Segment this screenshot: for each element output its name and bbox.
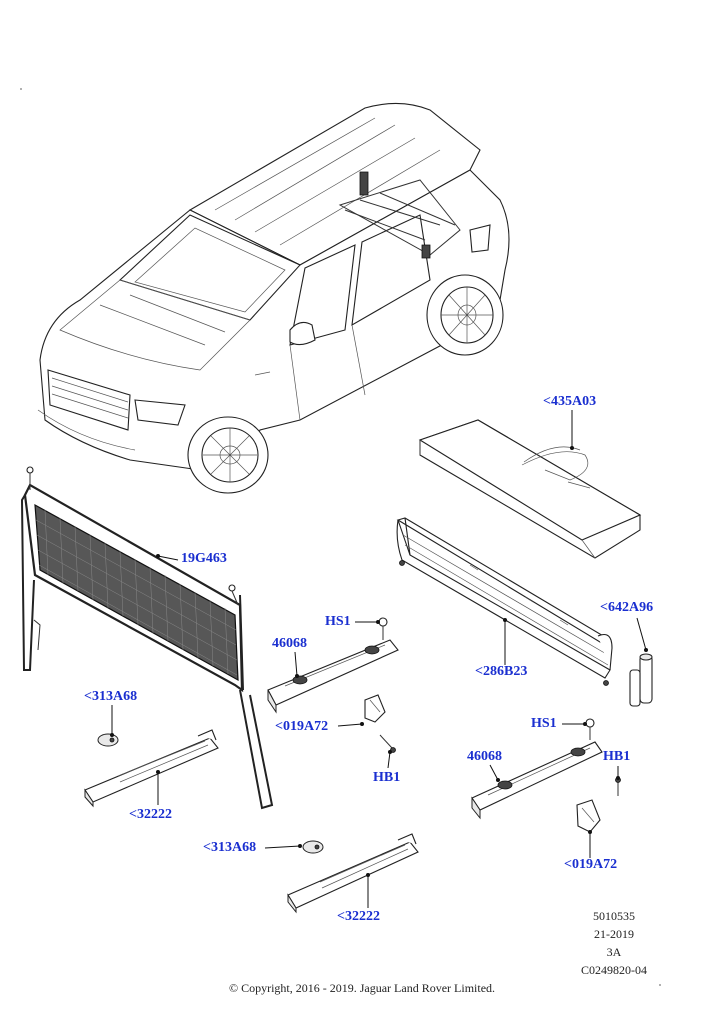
storage-bag-part[interactable] [418,419,642,559]
callout-46068-right[interactable]: 46068 [467,749,502,764]
net-partition-part[interactable] [20,466,274,810]
callout-313A68-left[interactable]: <313A68 [84,689,138,704]
callout-32222-bottom[interactable]: <32222 [337,909,380,924]
floor-rail-left[interactable] [84,729,219,808]
callout-642A96[interactable]: <642A96 [600,600,654,615]
vehicle-illustration [37,102,510,494]
floor-rail-bottom[interactable] [287,833,419,914]
rail-assembly-right[interactable] [471,718,621,833]
rail-assembly-center[interactable] [267,617,399,753]
callout-019A72-center[interactable]: <019A72 [275,719,329,734]
callout-HS1-center[interactable]: HS1 [325,614,351,629]
reference-code: C0249820-04 [581,963,647,977]
callout-32222-left[interactable]: <32222 [129,807,172,822]
reference-revision: 3A [606,945,622,959]
callout-435A03[interactable]: <435A03 [543,394,597,409]
callout-HB1-right[interactable]: HB1 [603,749,631,764]
reference-number: 5010535 [593,909,635,923]
copyright-notice: © Copyright, 2016 - 2019. Jaguar Land Ro… [228,981,496,995]
leader-lines [110,410,648,908]
reference-date: 21-2019 [594,927,634,941]
callout-HS1-right[interactable]: HS1 [531,716,557,731]
callout-019A72-right[interactable]: <019A72 [564,857,618,872]
callout-286B23[interactable]: <286B23 [475,664,528,679]
callout-HB1-center[interactable]: HB1 [373,770,401,785]
callout-313A68-bottom[interactable]: <313A68 [203,840,257,855]
callout-19G463[interactable]: 19G463 [181,551,227,566]
roller-barrier-part[interactable] [396,517,613,686]
callout-46068-center[interactable]: 46068 [272,636,307,651]
end-cap-part[interactable] [629,653,653,707]
